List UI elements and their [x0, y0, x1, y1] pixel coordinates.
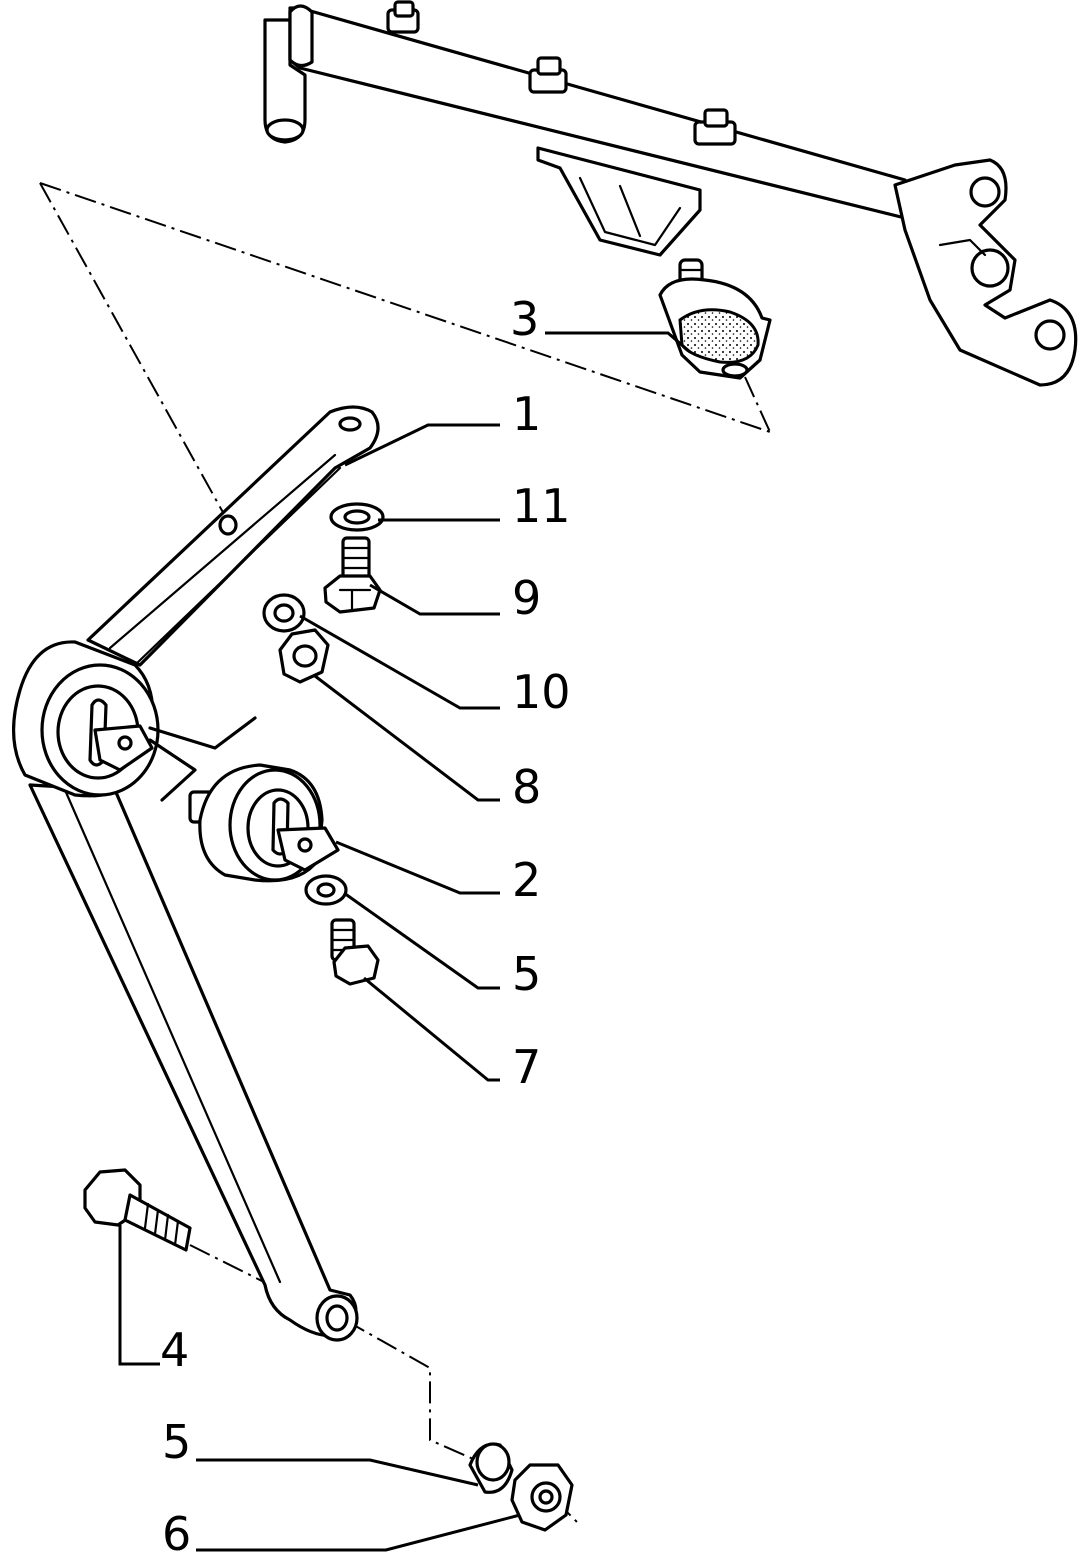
bolt-part-7: [330, 918, 380, 986]
callout-5: 5: [512, 947, 541, 1001]
callout-8: 8: [512, 760, 541, 814]
washer-part-5-lower: [468, 1442, 514, 1494]
stud-top-2: [528, 56, 568, 94]
callout-2: 2: [512, 853, 541, 907]
nut-part-6: [510, 1463, 574, 1532]
assembly-axis-lines: [39, 182, 771, 1526]
callout-4: 4: [160, 1323, 189, 1377]
stud-top-3: [693, 108, 737, 146]
washer-part-10: [262, 593, 306, 633]
washer-part-11: [329, 502, 385, 532]
callout-6: 6: [162, 1507, 191, 1554]
assembly-guide-lines: [148, 716, 257, 802]
bolt-part-4: [83, 1168, 192, 1252]
callout-9: 9: [512, 571, 541, 625]
crossmember-frame: [263, 0, 1078, 387]
bolt-part-9: [323, 536, 382, 614]
stud-top-1: [386, 0, 420, 34]
bushing-part-2: [188, 763, 340, 883]
callout-5-bottom: 5: [162, 1415, 191, 1469]
washer-part-5-upper: [304, 874, 348, 906]
link-arm-part-1: [12, 405, 380, 1342]
nut-part-8: [278, 628, 330, 684]
callout-10: 10: [512, 665, 571, 719]
callout-labels: 1 11 9 10 8 2 5 7 3 4 5 6: [160, 292, 571, 1554]
rubber-mount-part-3: [658, 258, 772, 380]
callout-11: 11: [512, 479, 571, 533]
callout-1: 1: [512, 387, 541, 441]
callout-7: 7: [512, 1040, 541, 1094]
leader-lines: [118, 331, 691, 1552]
callout-3: 3: [510, 292, 539, 346]
